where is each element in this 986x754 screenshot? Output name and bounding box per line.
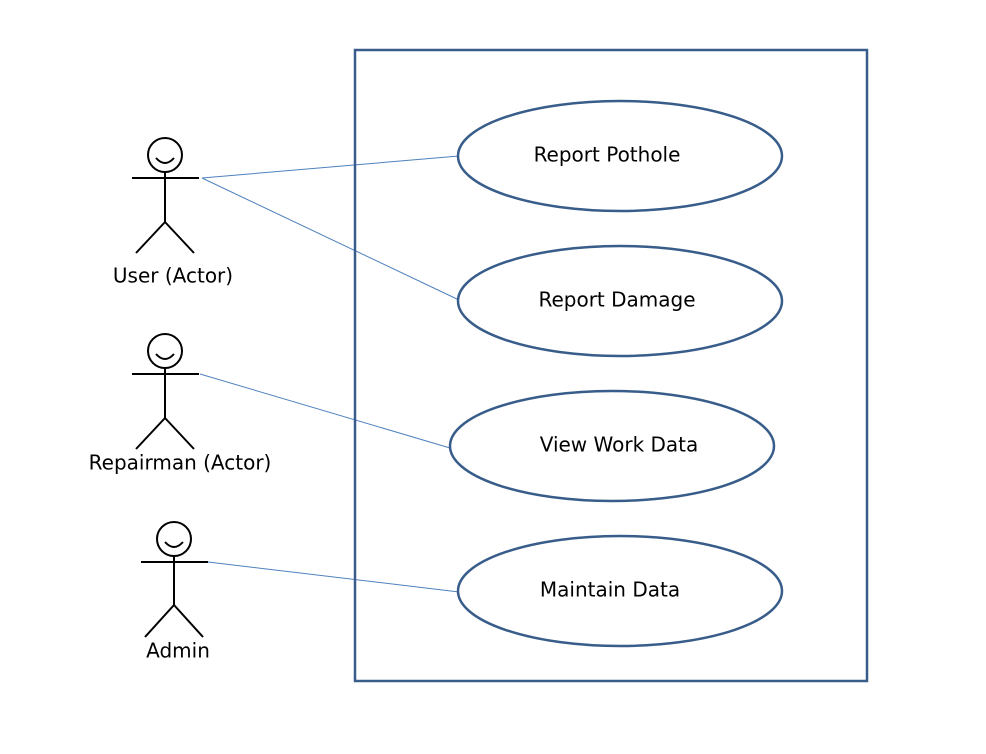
use-case-view-work-data[interactable]: View Work Data	[448, 389, 776, 503]
use-case-label: View Work Data	[540, 433, 699, 457]
actor-repairman[interactable]: Repairman (Actor)	[89, 333, 272, 475]
use-case-ellipse	[456, 244, 784, 358]
use-case-label: Report Damage	[538, 288, 695, 312]
use-case-ellipse	[448, 389, 776, 503]
actor-label: Admin	[146, 639, 210, 663]
association-admin-maintain-data	[207, 561, 460, 593]
association-user-report-damage	[201, 177, 460, 301]
use-case-ellipse	[456, 534, 784, 648]
use-case-report-pothole[interactable]: Report Pothole	[456, 99, 784, 213]
stick-figure-icon	[132, 333, 199, 450]
use-case-ellipse	[456, 99, 784, 213]
system-boundary	[353, 48, 869, 683]
actor-label: Repairman (Actor)	[89, 451, 272, 475]
actor-user[interactable]: User (Actor)	[113, 137, 233, 288]
association-repairman-view-work-data	[199, 373, 451, 449]
use-case-report-damage[interactable]: Report Damage	[456, 244, 784, 358]
stick-figure-icon	[141, 521, 208, 638]
association-user-report-pothole	[201, 155, 460, 179]
use-case-label: Report Pothole	[534, 143, 681, 167]
associations	[199, 155, 460, 593]
use-case-label: Maintain Data	[540, 578, 680, 602]
use-case-maintain-data[interactable]: Maintain Data	[456, 534, 784, 648]
actor-admin[interactable]: Admin	[141, 521, 210, 663]
stick-figure-icon	[132, 137, 199, 254]
actor-label: User (Actor)	[113, 264, 233, 288]
